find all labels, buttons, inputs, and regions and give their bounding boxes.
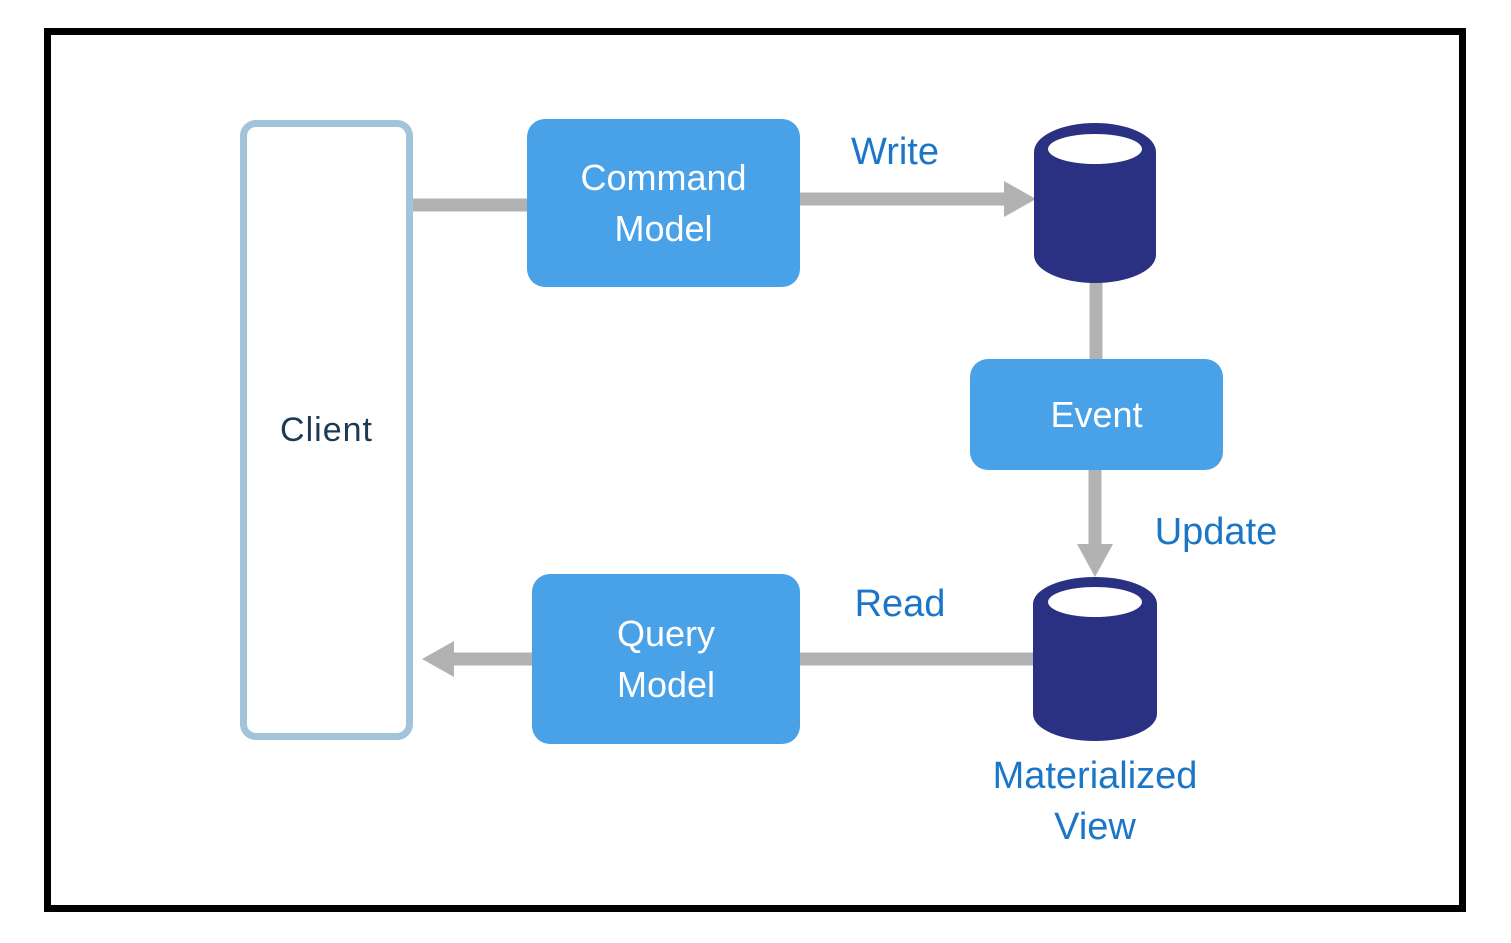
command-model-node-label: Command Model bbox=[580, 156, 747, 249]
read-edge-label: Read bbox=[854, 583, 946, 625]
event-node-label: Event bbox=[1050, 393, 1143, 435]
query-model-node: Query Model bbox=[532, 574, 800, 744]
query-model-node-label: Query Model bbox=[616, 612, 716, 705]
materialized-view-label: Materialized View bbox=[992, 755, 1198, 849]
client-node: Client bbox=[240, 120, 413, 740]
command-model-node: Command Model bbox=[527, 119, 800, 287]
write-edge-label: Write bbox=[851, 131, 939, 173]
event-node: Event bbox=[970, 359, 1223, 470]
update-edge-label: Update bbox=[1154, 511, 1278, 553]
client-node-label: Client bbox=[280, 410, 373, 449]
